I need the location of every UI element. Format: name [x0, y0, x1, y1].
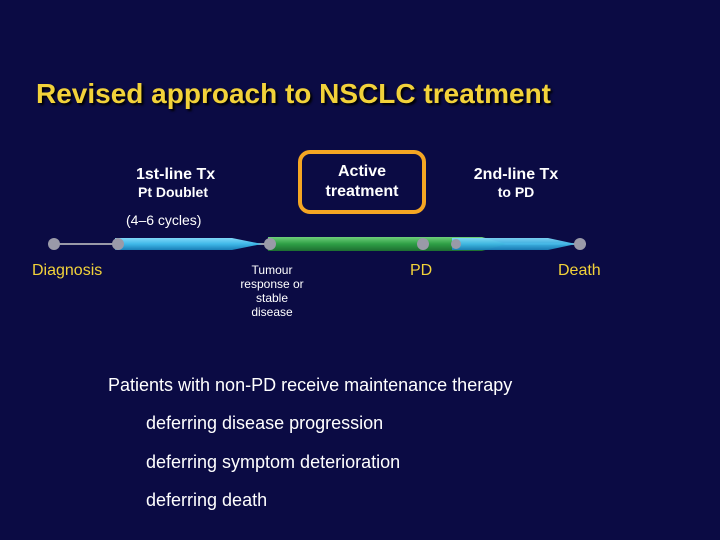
- cycle-start-dot: [112, 238, 124, 250]
- diagnosis-label: Diagnosis: [32, 262, 103, 279]
- death-dot: [574, 238, 586, 250]
- note-item: deferring symptom deterioration: [146, 452, 401, 472]
- active-treatment-box: [298, 150, 426, 214]
- second-line-arrow: [452, 238, 576, 250]
- tumour-label-line3: stable: [255, 291, 289, 305]
- second-line-subtitle: to PD: [497, 184, 535, 200]
- tumour-label-line2: response or: [240, 277, 304, 291]
- active-treatment-line1: Active: [337, 163, 387, 180]
- note-item: deferring death: [146, 490, 268, 510]
- note-item: deferring disease progression: [146, 413, 384, 433]
- tumour-label-line4: disease: [251, 305, 293, 319]
- second-line-title: 2nd-line Tx: [473, 166, 559, 183]
- slide-title: Revised approach to NSCLC treatment: [36, 78, 551, 109]
- first-line-arrow: [115, 238, 262, 250]
- active-treatment-bar: [268, 237, 506, 251]
- second-line-start-dot: [451, 239, 461, 249]
- diagnosis-dot: [48, 238, 60, 250]
- pd-label: PD: [410, 262, 433, 279]
- tumour-label-line1: Tumour: [251, 263, 293, 277]
- tumour-response-dot: [264, 238, 276, 250]
- cycles-label: (4–6 cycles): [126, 212, 202, 228]
- pd-dot: [417, 238, 429, 250]
- first-line-title: 1st-line Tx: [136, 166, 216, 183]
- first-line-subtitle: Pt Doublet: [138, 184, 208, 200]
- active-treatment-line2: treatment: [325, 183, 399, 200]
- death-label: Death: [558, 262, 601, 279]
- maintenance-intro: Patients with non-PD receive maintenance…: [108, 375, 513, 395]
- tumour-response-label: Tumour response or stable disease: [222, 263, 322, 319]
